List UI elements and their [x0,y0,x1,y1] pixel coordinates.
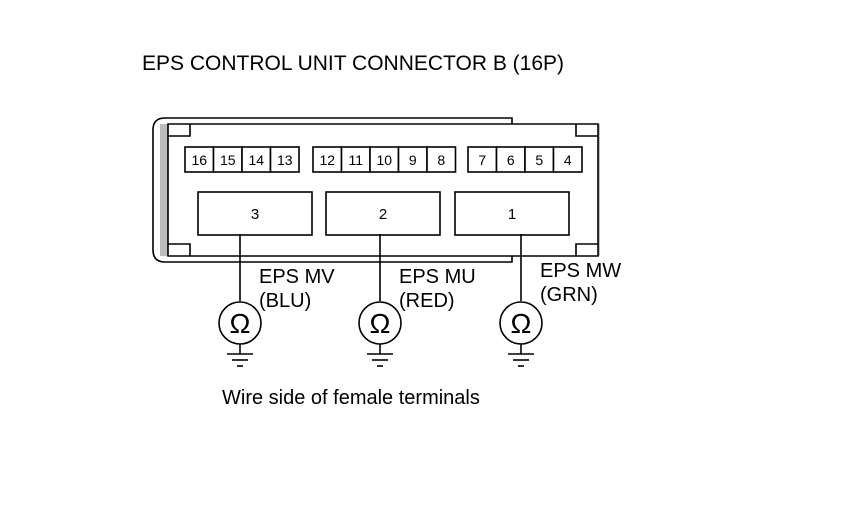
connector-housing [152,117,600,263]
terminal-cell-large [325,191,441,236]
terminal-number: 15 [220,152,236,168]
terminal-number: 9 [409,152,417,168]
signal-name: EPS MV [259,266,335,288]
terminal-number: 4 [564,152,572,168]
terminal-cell [241,146,272,173]
terminal-cell [184,146,215,173]
terminal-number: 3 [251,206,259,223]
terminal-cell [524,146,555,173]
terminal-cell [495,146,526,173]
terminal-number: 14 [248,152,264,168]
small-terminal-row: 16 15 14 13 12 11 10 9 8 7 6 5 4 [184,146,583,173]
large-terminal-row: 3 2 1 [197,191,570,236]
terminal-number: 6 [507,152,515,168]
terminal-number: 11 [348,152,363,168]
terminal-number: 2 [379,206,387,223]
wire-color: (GRN) [540,284,598,306]
terminal-cell [212,146,243,173]
terminal-number: 10 [376,152,392,168]
terminal-cell-large [454,191,570,236]
terminal-number: 1 [508,206,516,223]
terminal-number: 12 [319,152,335,168]
terminal-number: 16 [191,152,207,168]
signal-name: EPS MU [399,266,476,288]
wire-color: (RED) [399,290,455,312]
footer-caption: Wire side of female terminals [222,387,480,409]
terminal-number: 8 [437,152,445,168]
terminal-cell [269,146,300,173]
probe-2: Ω EPS MU(RED) [358,234,476,367]
terminal-number: 13 [277,152,293,168]
terminal-cell [552,146,583,173]
ohmmeter-probes: Ω EPS MV(BLU) Ω EPS MU(RED) Ω EPS MW(GRN) [218,234,621,367]
ground-icon [227,353,253,367]
probe-1: Ω EPS MW(GRN) [499,234,621,367]
terminal-number: 5 [535,152,543,168]
terminal-cell-large [197,191,313,236]
probe-3: Ω EPS MV(BLU) [218,234,335,367]
diagram-title: EPS CONTROL UNIT CONNECTOR B (16P) [142,52,564,75]
terminal-cell [467,146,498,173]
wire-color: (BLU) [259,290,311,312]
ground-icon [508,353,534,367]
terminal-cell [340,146,371,173]
ohm-symbol: Ω [370,308,391,339]
terminal-cell [397,146,428,173]
ground-icon [367,353,393,367]
ohm-symbol: Ω [230,308,251,339]
ohm-symbol: Ω [511,308,532,339]
terminal-cell [312,146,343,173]
signal-name: EPS MW [540,260,621,282]
terminal-cell [426,146,457,173]
terminal-number: 7 [478,152,486,168]
